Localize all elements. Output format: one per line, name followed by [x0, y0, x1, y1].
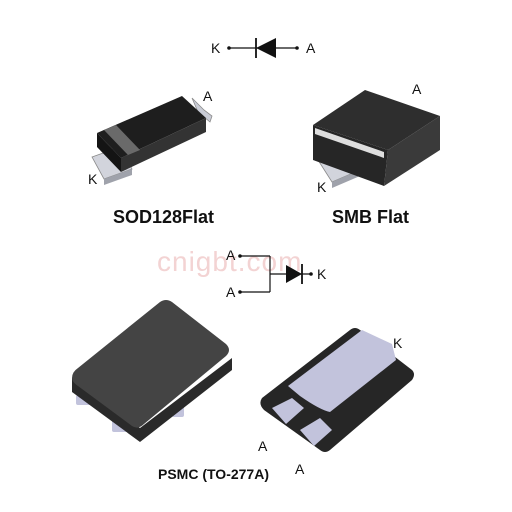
- psmc-top-package: [72, 300, 232, 442]
- sod128-title: SOD128Flat: [113, 207, 215, 227]
- smb-flat-package: [313, 90, 440, 188]
- psmc-cathode-label: K: [393, 335, 403, 351]
- psmc-anode-label-1: A: [258, 438, 268, 454]
- middle-diode-symbol: [238, 254, 313, 294]
- smb-cathode-label: K: [317, 179, 327, 195]
- middle-anode-top-label: A: [226, 247, 236, 263]
- psmc-anode-label-2: A: [295, 461, 305, 477]
- top-symbol-anode-label: A: [306, 40, 316, 56]
- sod128-cathode-label: K: [88, 171, 98, 187]
- top-symbol-cathode-label: K: [211, 40, 221, 56]
- middle-cathode-label: K: [317, 266, 327, 282]
- middle-anode-bottom-label: A: [226, 284, 236, 300]
- smb-title: SMB Flat: [332, 207, 410, 227]
- top-diode-symbol: [227, 38, 299, 58]
- psmc-title: PSMC (TO-277A): [158, 466, 269, 482]
- psmc-bottom-package: [260, 328, 414, 452]
- smb-anode-label: A: [412, 81, 422, 97]
- sod128-anode-label: A: [203, 88, 213, 104]
- sod128flat-package: [91, 96, 213, 185]
- watermark: cnigbt.com: [157, 246, 303, 277]
